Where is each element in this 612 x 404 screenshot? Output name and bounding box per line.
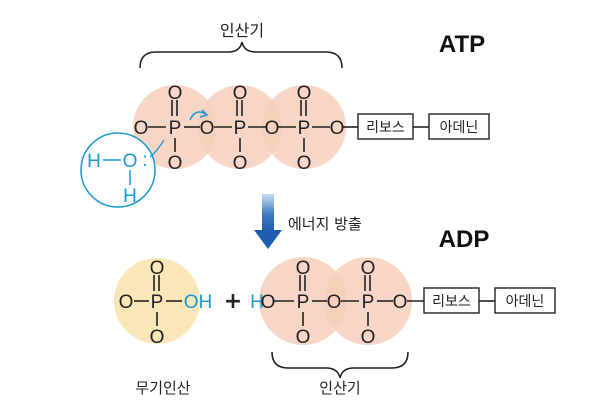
adp-phosphate-circle-1	[259, 257, 347, 345]
atp-oxygen-left: O	[134, 118, 149, 139]
adp-oxygen-bottom-2: O	[361, 327, 376, 348]
atp-phosphorus-3: P	[298, 118, 311, 139]
adp-phosphate-group-label: 인산기	[319, 379, 360, 397]
atp-ribose-label: 리보스	[366, 120, 405, 136]
adp-oxygen-top-2: O	[361, 258, 376, 279]
adp-adenine-label: 아데닌	[506, 294, 545, 310]
atp-phosphate-circles	[133, 85, 346, 169]
atp-atoms: O P O P O P O O O O O O O	[134, 83, 345, 174]
atp-oxygen-bottom-2: O	[233, 153, 248, 174]
water-molecule-circle	[80, 132, 156, 208]
atp-adenine-label: 아데닌	[440, 120, 479, 136]
atp-oxygen-bridge-2: O	[265, 118, 280, 139]
adp-phosphate-circles	[259, 257, 412, 345]
atp-adenine-box	[428, 113, 490, 140]
adp-adenine-box	[494, 287, 556, 314]
atp-oxygen-bridge-3: O	[330, 118, 345, 139]
atp-bonds	[148, 100, 429, 152]
attack-arrowhead-icon	[199, 109, 209, 118]
atp-title: ATP	[439, 31, 485, 58]
pi-hydroxyl: OH	[184, 292, 213, 313]
atp-oxygen-top-2: O	[233, 83, 248, 104]
plus-sign: +	[224, 289, 242, 314]
adp-oxygen-left: O	[261, 292, 276, 313]
pi-oxygen-left: O	[119, 292, 134, 313]
atp-oxygen-bridge-1: O	[200, 118, 215, 139]
atp-phosphate-group-label: 인산기	[220, 21, 264, 40]
energy-release-arrow-icon	[254, 194, 282, 249]
adp-title: ADP	[439, 226, 490, 253]
adp-phosphate-circle-2	[324, 257, 412, 345]
adp-bonds	[273, 275, 495, 326]
atp-phosphate-circle-3	[262, 85, 346, 169]
water-hydrogen-left: H	[87, 151, 101, 172]
pi-phosphorus: P	[151, 292, 164, 313]
water-attack-arrow-icon	[149, 139, 165, 158]
adp-hydrogen: H	[250, 292, 264, 313]
adp-phosphorus-1: P	[297, 292, 310, 313]
atp-ribose-box	[357, 113, 414, 140]
inorganic-phosphate-label: 무기인산	[135, 379, 190, 397]
inorganic-phosphate-bonds	[134, 275, 182, 326]
atp-oxygen-bottom-3: O	[297, 153, 312, 174]
atp-oxygen-bottom-1: O	[168, 153, 183, 174]
pi-oxygen-top: O	[150, 258, 165, 279]
adp-oxygen-bridge-1: O	[327, 292, 342, 313]
pi-oxygen-bottom: O	[150, 327, 165, 348]
adp-ribose-box	[423, 287, 480, 314]
atp-oxygen-top-1: O	[168, 83, 183, 104]
atp-phosphorus-2: P	[234, 118, 247, 139]
adp-oxygen-bottom-1: O	[296, 327, 311, 348]
water-lone-pair: :	[142, 150, 147, 171]
adp-oxygen-bridge-2: O	[393, 292, 408, 313]
atp-phosphate-circle-1	[133, 85, 217, 169]
atp-phosphorus-1: P	[169, 118, 182, 139]
adp-phosphate-bracket	[271, 351, 409, 379]
atp-phosphate-bracket	[139, 41, 343, 69]
adp-ribose-label: 리보스	[432, 294, 471, 310]
atp-phosphate-circle-2	[198, 85, 282, 169]
energy-release-label: 에너지 방출	[288, 215, 362, 233]
water-oxygen: O	[123, 151, 138, 172]
adp-phosphorus-2: P	[362, 292, 375, 313]
atp-oxygen-top-3: O	[297, 83, 312, 104]
water-hydrogen-bottom: H	[123, 186, 137, 207]
inorganic-phosphate-circle	[114, 258, 200, 344]
adp-oxygen-top-1: O	[296, 258, 311, 279]
